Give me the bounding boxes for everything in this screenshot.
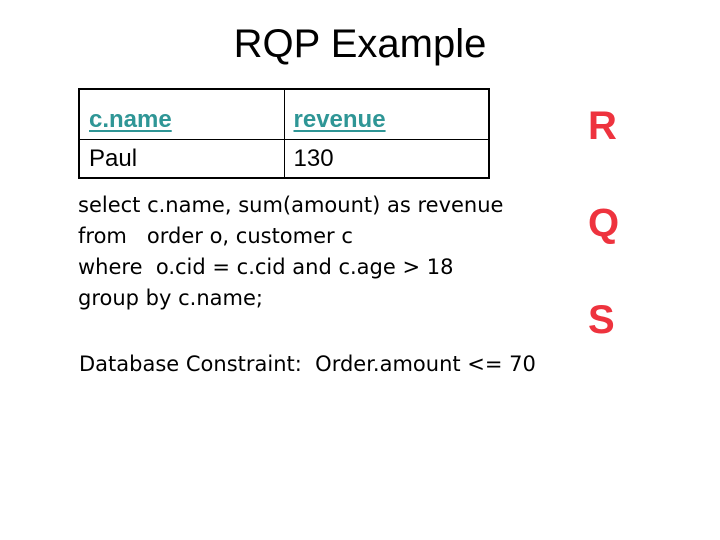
side-label-s: S [588,298,615,342]
sql-query-line-where: where o.cid = c.cid and c.age > 18 [78,255,454,279]
sql-query-line-from: from order o, customer c [78,224,353,248]
result-table-header-cname: c.name [78,88,285,140]
sql-query-block: select c.name, sum(amount) as revenue fr… [78,190,503,314]
database-constraint-text: Database Constraint: Order.amount <= 70 [79,352,536,376]
result-table-header-row: c.name revenue [78,88,490,140]
slide-title: RQP Example [233,22,487,66]
result-table: c.name revenue Paul 130 [78,88,490,179]
result-table-cell-name: Paul [78,139,285,179]
result-table-header-revenue: revenue [283,88,490,140]
sql-query-line-select: select c.name, sum(amount) as revenue [78,193,504,217]
table-row: Paul 130 [78,139,490,179]
sql-query-line-groupby: group by c.name; [78,286,263,310]
result-table-cell-revenue: 130 [283,139,490,179]
side-label-r: R [588,104,617,148]
side-label-q: Q [588,201,620,245]
